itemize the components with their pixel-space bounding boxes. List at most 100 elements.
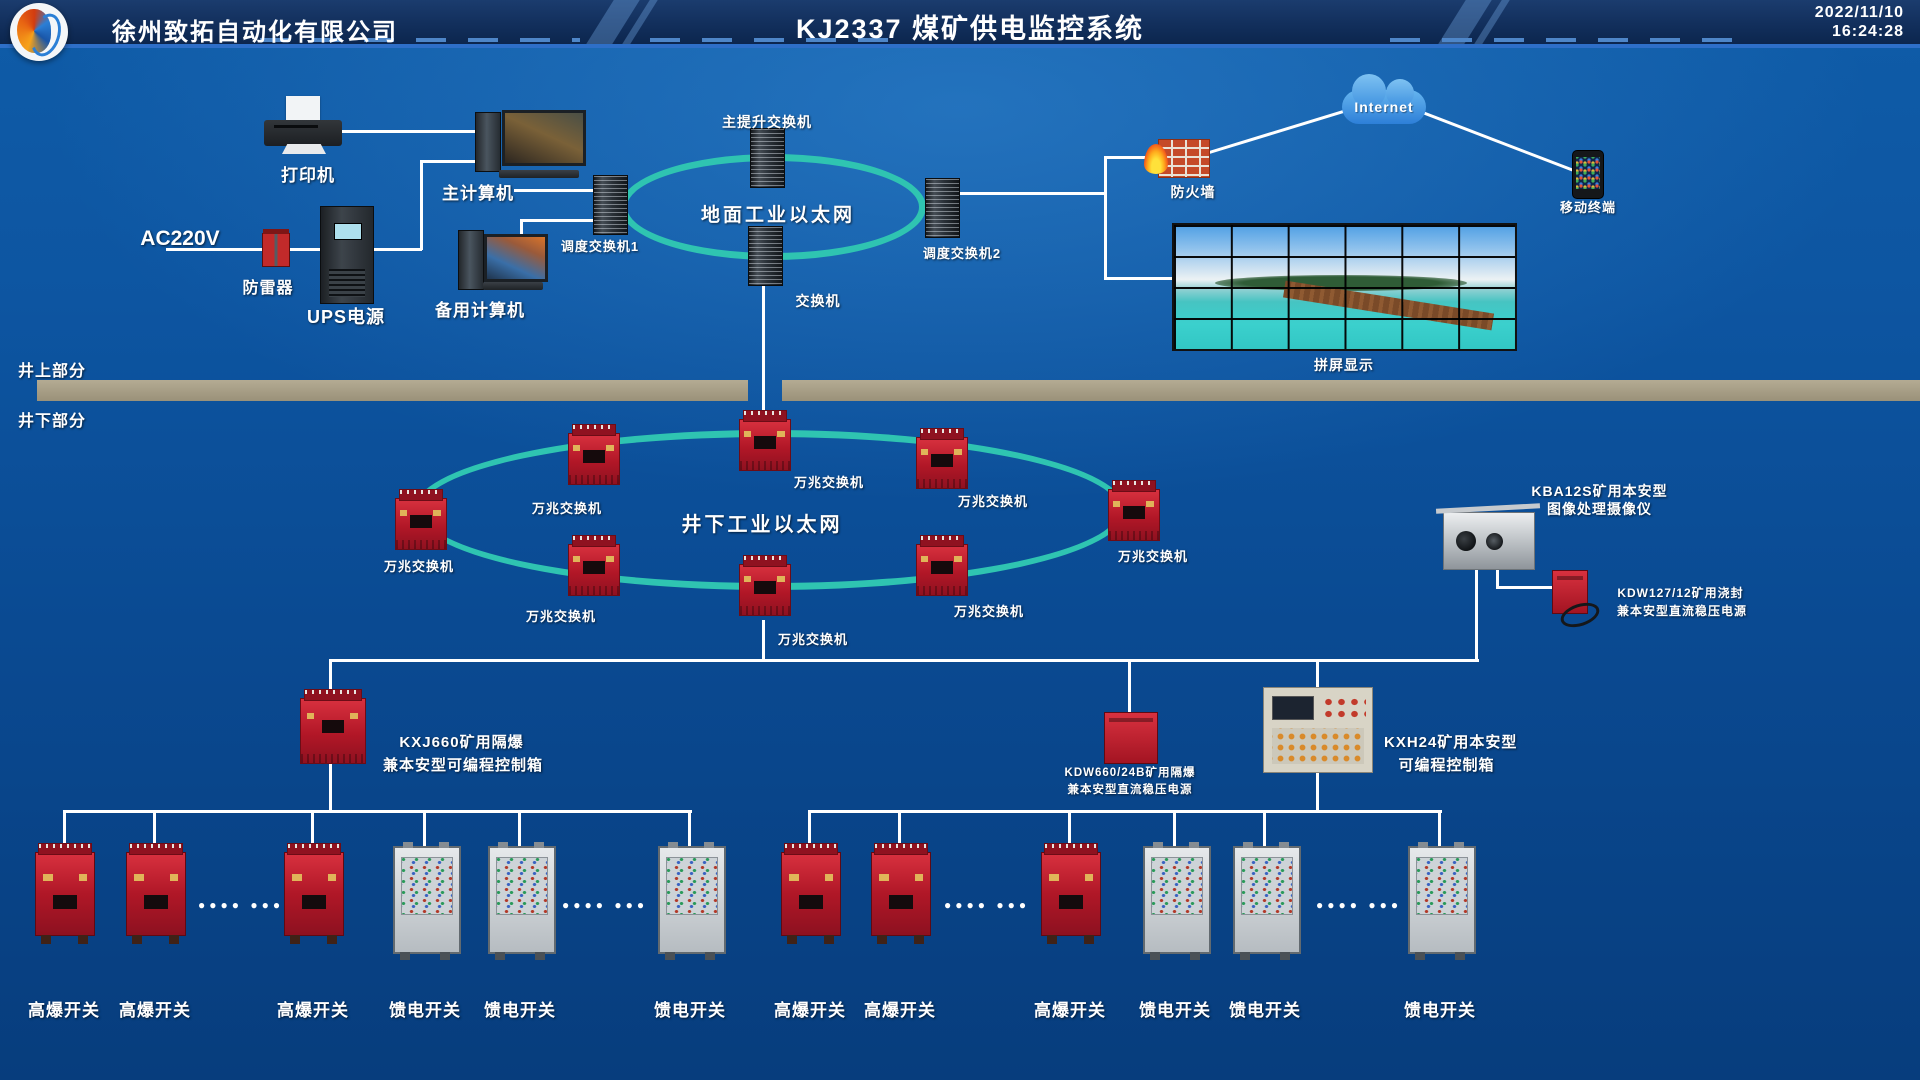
feeder-switch-icon[interactable] bbox=[1408, 842, 1476, 960]
device-label: 高爆开关 bbox=[277, 1001, 349, 1020]
connection-line bbox=[420, 160, 478, 163]
time-text: 16:24:28 bbox=[1831, 23, 1904, 40]
panel-leds bbox=[1322, 696, 1366, 718]
feeder-switch-icon[interactable] bbox=[658, 842, 726, 960]
device-label: 高爆开关 bbox=[774, 1001, 846, 1020]
gig-switch-icon[interactable] bbox=[395, 489, 447, 550]
gig-switch-label: 万兆交换机 bbox=[383, 559, 454, 574]
kxh24-controller-icon[interactable] bbox=[1263, 687, 1373, 773]
connection-line bbox=[1419, 110, 1582, 175]
company-logo bbox=[10, 3, 68, 61]
ups-label: UPS电源 bbox=[306, 307, 385, 327]
hoist-switch-label: 主提升交换机 bbox=[722, 114, 812, 130]
connection-line bbox=[957, 192, 1107, 195]
divider-bar-right bbox=[782, 380, 1920, 401]
feeder-panel bbox=[1416, 857, 1468, 915]
gig-switch-icon[interactable] bbox=[568, 424, 620, 485]
kdw660-label-line1: KDW660/24B矿用隔爆 bbox=[1064, 767, 1196, 779]
gig-switch-icon[interactable] bbox=[916, 428, 968, 489]
kxh24-label-line2: 可编程控制箱 bbox=[1398, 757, 1495, 774]
connection-line bbox=[1205, 107, 1352, 155]
lightning-arrester-icon[interactable] bbox=[262, 229, 290, 267]
video-wall[interactable] bbox=[1172, 223, 1517, 351]
surface-ring-label: 地面工业以太网 bbox=[700, 205, 855, 226]
feeder-panel bbox=[1241, 857, 1293, 915]
hoist-switch-icon[interactable] bbox=[750, 128, 785, 188]
gig-switch-label: 万兆交换机 bbox=[525, 609, 596, 624]
connection-line bbox=[1104, 156, 1162, 159]
panel-keys bbox=[1272, 728, 1364, 764]
distribution-line-right bbox=[809, 810, 1442, 813]
connection-line bbox=[1263, 810, 1266, 850]
feeder-panel bbox=[401, 857, 453, 915]
connection-line bbox=[1104, 277, 1174, 280]
dispatch-switch-2-label: 调度交换机2 bbox=[922, 246, 1002, 261]
connection-line bbox=[520, 219, 596, 222]
kdw127-power-icon[interactable] bbox=[1552, 570, 1588, 614]
gig-switch-icon[interactable] bbox=[916, 535, 968, 596]
printer-icon[interactable] bbox=[264, 96, 342, 154]
kdw660-label-line2: 兼本安型直流稳压电源 bbox=[1067, 784, 1193, 796]
header-dashes bbox=[650, 38, 910, 42]
camera-label-line2: 图像处理摄像仪 bbox=[1547, 501, 1652, 517]
dispatch-switch-1-icon[interactable] bbox=[593, 175, 628, 235]
feeder-switch-icon[interactable] bbox=[1143, 842, 1211, 960]
connection-line bbox=[898, 810, 901, 852]
connection-line bbox=[514, 189, 596, 192]
breaker-switch-icon[interactable] bbox=[284, 843, 344, 944]
connection-line bbox=[1496, 586, 1554, 589]
internet-cloud-icon[interactable]: Internet bbox=[1342, 74, 1426, 124]
connection-line bbox=[1316, 769, 1319, 812]
connection-line bbox=[329, 760, 332, 812]
connection-line bbox=[166, 248, 422, 251]
breaker-switch-icon[interactable] bbox=[1041, 843, 1101, 944]
video-wall-label: 拼屏显示 bbox=[1314, 357, 1374, 373]
gig-switch-icon[interactable] bbox=[568, 535, 620, 596]
device-label: 高爆开关 bbox=[28, 1001, 100, 1020]
connection-line bbox=[423, 810, 426, 850]
printer-paper bbox=[286, 96, 320, 124]
arrester-label: 防雷器 bbox=[242, 280, 294, 297]
header-divider-line bbox=[0, 44, 1920, 48]
device-label: 高爆开关 bbox=[1034, 1001, 1106, 1020]
ellipsis-dots: ●●●● ●●● bbox=[198, 898, 285, 912]
feeder-switch-icon[interactable] bbox=[1233, 842, 1301, 960]
dispatch-switch-2-icon[interactable] bbox=[925, 178, 960, 238]
connection-line bbox=[1438, 810, 1441, 850]
gig-switch-icon[interactable] bbox=[739, 555, 791, 616]
ups-icon[interactable] bbox=[320, 206, 374, 304]
breaker-switch-icon[interactable] bbox=[781, 843, 841, 944]
device-label: 馈电开关 bbox=[389, 1001, 461, 1020]
connection-line bbox=[808, 810, 811, 852]
header-dashes bbox=[260, 38, 580, 42]
dispatch-switch-1-label: 调度交换机1 bbox=[560, 239, 640, 254]
device-label: 馈电开关 bbox=[484, 1001, 556, 1020]
kxj660-controller-icon[interactable] bbox=[300, 689, 366, 764]
feeder-switch-icon[interactable] bbox=[393, 842, 461, 960]
camera-icon[interactable] bbox=[1435, 503, 1541, 570]
gig-switch-icon[interactable] bbox=[739, 410, 791, 471]
connection-line bbox=[688, 810, 691, 850]
device-label: 馈电开关 bbox=[1229, 1001, 1301, 1020]
mobile-terminal-icon[interactable] bbox=[1572, 150, 1604, 199]
connection-line bbox=[420, 160, 423, 250]
backup-computer-label: 备用计算机 bbox=[435, 301, 525, 320]
connection-line bbox=[311, 810, 314, 850]
feeder-switch-icon[interactable] bbox=[488, 842, 556, 960]
surface-switch-label: 交换机 bbox=[795, 293, 841, 309]
kdw660-power-icon[interactable] bbox=[1104, 712, 1158, 764]
breaker-switch-icon[interactable] bbox=[126, 843, 186, 944]
connection-line bbox=[153, 810, 156, 850]
underground-ring-label: 井下工业以太网 bbox=[681, 514, 843, 536]
trunk-line bbox=[329, 659, 1479, 662]
connection-line bbox=[1496, 566, 1499, 589]
breaker-switch-icon[interactable] bbox=[35, 843, 95, 944]
computer-monitor bbox=[484, 234, 548, 282]
connection-line bbox=[762, 620, 765, 662]
phone-screen bbox=[1576, 157, 1600, 189]
gig-switch-icon[interactable] bbox=[1108, 480, 1160, 541]
camera-label-line1: KBA12S矿用本安型 bbox=[1531, 483, 1668, 499]
surface-switch-icon[interactable] bbox=[748, 226, 783, 286]
breaker-switch-icon[interactable] bbox=[871, 843, 931, 944]
